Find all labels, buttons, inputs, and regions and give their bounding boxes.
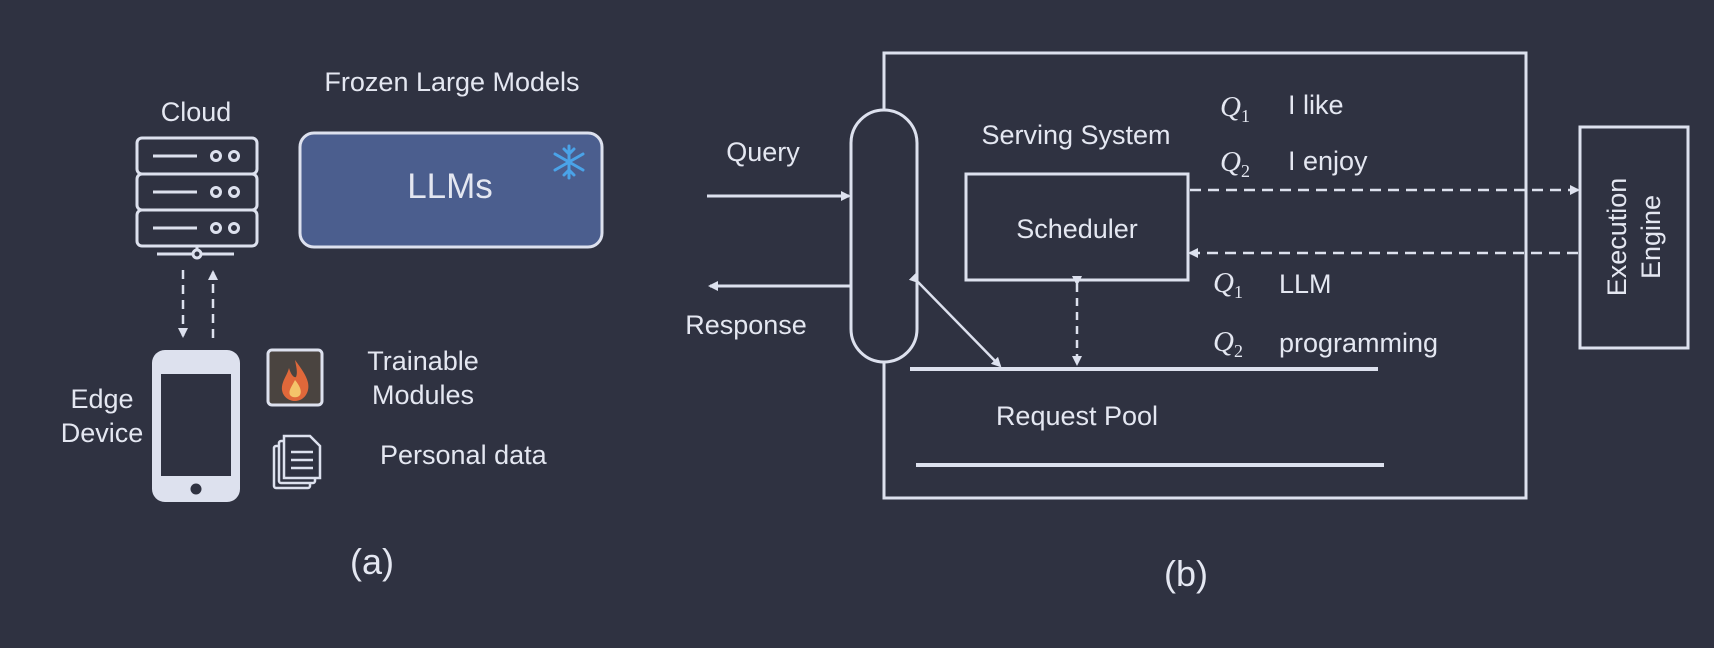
panel-b: Query Response Serving System Scheduler … [685, 51, 1690, 594]
snowflake-icon [553, 144, 585, 180]
scheduler-label: Scheduler [1016, 214, 1138, 244]
panel-a: Cloud Frozen Large Models LLMs [61, 67, 604, 582]
q1-output-text: LLM [1279, 269, 1332, 299]
caption-b: (b) [1164, 553, 1208, 594]
entry-capsule [849, 108, 919, 364]
execution-label-line2: Engine [1636, 195, 1666, 279]
request-pool-label: Request Pool [996, 401, 1158, 431]
llm-label: LLMs [407, 167, 493, 206]
edge-label-line1: Edge [70, 384, 133, 414]
edge-label-line2: Device [61, 418, 144, 448]
cloud-label: Cloud [161, 97, 232, 127]
capsule-pool-arrow [908, 272, 1002, 368]
document-stack-icon [272, 434, 322, 490]
response-label: Response [685, 310, 807, 340]
q1-symbol: Q1 [1220, 91, 1250, 126]
llm-box [298, 131, 604, 249]
q2-output-text: programming [1279, 328, 1438, 358]
personal-data-label: Personal data [380, 440, 548, 470]
server-icon [135, 136, 259, 260]
q2-symbol: Q2 [1220, 146, 1250, 181]
caption-a: (a) [350, 541, 394, 582]
execution-engine-box [1578, 125, 1690, 350]
q2-output-symbol: Q2 [1213, 326, 1243, 361]
flame-icon [266, 348, 324, 407]
q1-input-text: I like [1288, 90, 1344, 120]
serving-system-label: Serving System [981, 120, 1170, 150]
execution-label-line1: Execution [1602, 178, 1632, 297]
trainable-label-line1: Trainable [367, 346, 479, 376]
q2-input-text: I enjoy [1288, 146, 1368, 176]
q1-output-symbol: Q1 [1213, 267, 1243, 302]
frozen-models-title: Frozen Large Models [324, 67, 579, 97]
serving-system-box [882, 51, 1528, 500]
smartphone-icon [152, 350, 240, 502]
query-label: Query [726, 137, 800, 167]
trainable-label-line2: Modules [372, 380, 474, 410]
